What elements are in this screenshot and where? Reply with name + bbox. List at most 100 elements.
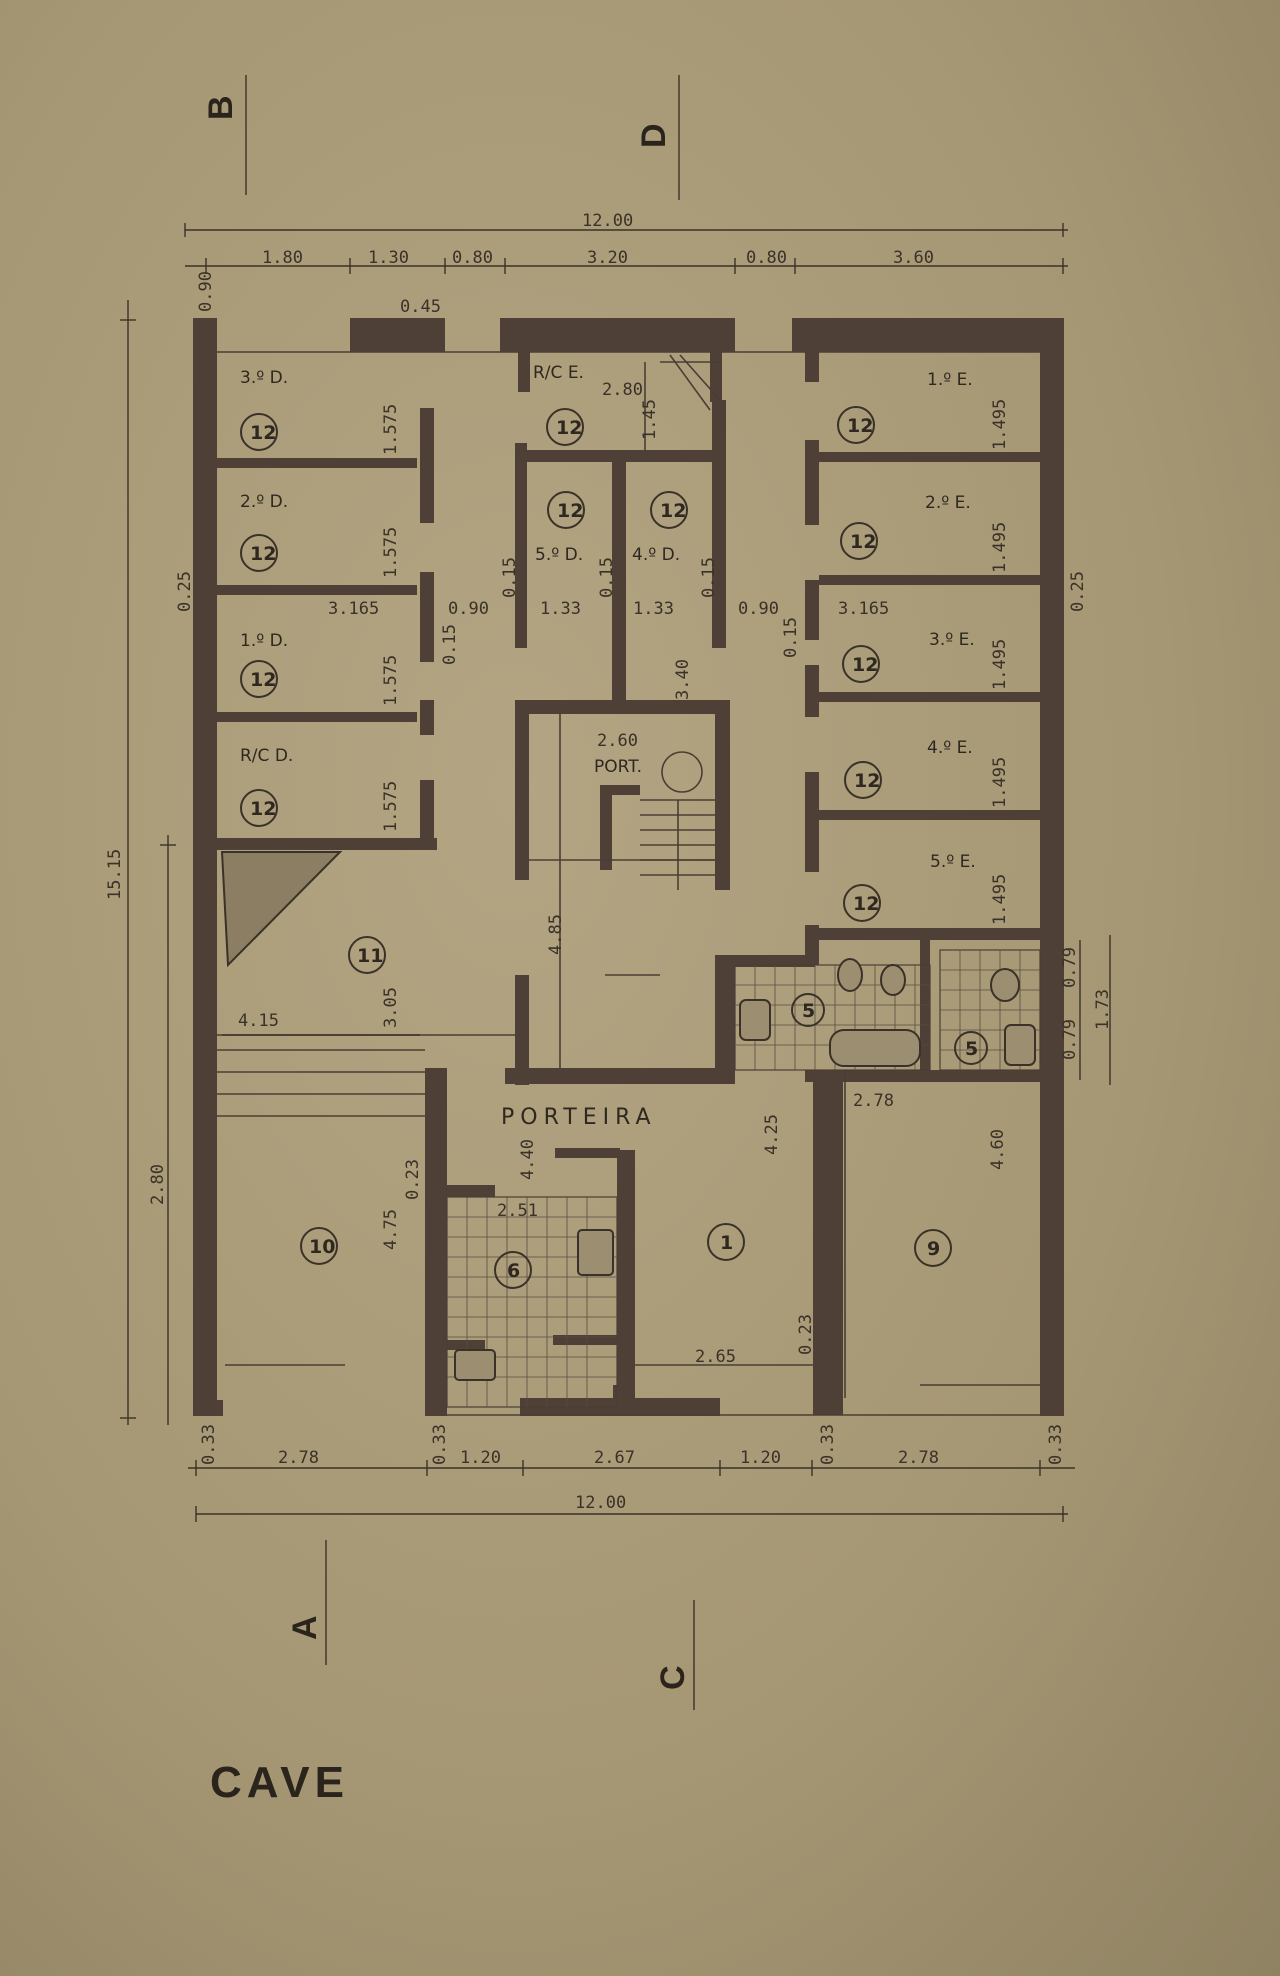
room-label-rce: R/C E. [533,363,584,383]
area-num-10: 10 [309,1236,335,1258]
room-num-rcd: 12 [250,798,276,820]
section-letter-a: A [286,1615,324,1640]
dim-bottom-1: 2.78 [278,1448,319,1468]
dim-1495-e: 1.495 [990,874,1010,925]
dim-278-inner: 2.78 [853,1091,894,1111]
walls [193,318,1064,1416]
dim-015-e: 0.15 [781,617,801,658]
room-label-2d: 2.º D. [240,492,288,512]
dim-1515: 15.15 [105,849,125,900]
room-label-3e: 3.º E. [929,630,975,650]
dim-top-6: 3.60 [893,248,934,268]
room-num-4e: 12 [854,770,880,792]
dim-475: 4.75 [381,1209,401,1250]
area-num-11: 11 [357,945,383,967]
room-num-1e: 12 [847,415,873,437]
dim-045: 0.45 [400,297,441,317]
dim-340: 3.40 [673,659,693,700]
room-num-5e: 12 [853,893,879,915]
room-label-1d: 1.º D. [240,631,288,651]
dim-090-right: 0.90 [738,599,779,619]
room-num-3d: 12 [250,422,276,444]
section-letter-b: B [202,95,240,120]
area-num-5a: 5 [802,1000,815,1022]
dim-top-3: 0.80 [452,248,493,268]
rooms-right: 1.º E. 12 2.º E. 12 3.º E. 12 4.º E. 12 … [837,370,976,922]
area-num-1: 1 [720,1232,733,1254]
dim-079-b: 0.79 [1060,1019,1080,1060]
room-label-2e: 2.º E. [925,493,971,513]
dim-133-right: 1.33 [633,599,674,619]
section-marker-b: B [202,75,247,195]
room-label-4e: 4.º E. [927,738,973,758]
dim-033-c: 0.33 [818,1424,838,1465]
dim-133-left: 1.33 [540,599,581,619]
dim-280-top: 2.80 [602,380,643,400]
dim-top-1: 1.80 [262,248,303,268]
dim-280-left: 2.80 [148,1164,168,1205]
dim-top-5: 0.80 [746,248,787,268]
dim-425: 4.25 [762,1114,782,1155]
room-label-5d: 5.º D. [535,545,583,565]
interior-dimensions: 2.80 1.45 1.575 1.575 1.575 1.575 1.495 … [222,380,1113,1367]
dim-bottom-total: 12.00 [575,1493,626,1513]
area-num-5b: 5 [965,1038,978,1060]
dim-023-left: 0.23 [403,1159,423,1200]
room-label-rcd: R/C D. [240,746,293,766]
area-num-6: 6 [507,1260,520,1282]
dim-415: 4.15 [238,1011,279,1031]
dim-251: 2.51 [497,1201,538,1221]
dim-015-a: 0.15 [500,557,520,598]
dim-3165-left: 3.165 [328,599,379,619]
plan-title: CAVE [210,1758,349,1807]
dim-top-090: 0.90 [196,271,216,312]
dim-1495-d: 1.495 [990,757,1010,808]
room-num-4d: 12 [660,500,686,522]
top-dimensions: 12.00 1.80 1.30 0.80 3.20 0.80 3.60 0.90… [184,211,1068,317]
room-num-2e: 12 [850,531,876,553]
dim-023-right: 0.23 [796,1314,816,1355]
porteira-label: PORTEIRA [501,1105,657,1130]
dim-bottom-3: 2.67 [594,1448,635,1468]
rooms-left: 3.º D. 12 2.º D. 12 1.º D. 12 R/C D. 12 [240,368,293,827]
dim-440: 4.40 [518,1139,538,1180]
room-label-1e: 1.º E. [927,370,973,390]
dim-265: 2.65 [695,1347,736,1367]
room-num-2d: 12 [250,543,276,565]
dim-1575-b: 1.575 [381,527,401,578]
section-marker-d: D [635,75,680,200]
numbered-areas: 11 10 6 1 9 5 5 PORTEIRA [300,936,988,1289]
dim-033-b: 0.33 [430,1424,450,1465]
room-num-5d: 12 [557,500,583,522]
dim-025-right: 0.25 [1068,571,1088,612]
dim-025-left: 0.25 [175,571,195,612]
section-marker-a: A [286,1540,327,1665]
thin-lines [217,351,1040,1416]
room-num-3e: 12 [852,654,878,676]
dim-top-2: 1.30 [368,248,409,268]
dim-015-c: 0.15 [699,557,719,598]
section-letter-d: D [635,123,673,148]
room-label-4d: 4.º D. [632,545,680,565]
dim-033-d: 0.33 [1046,1424,1066,1465]
dim-3165-right: 3.165 [838,599,889,619]
dim-485: 4.85 [546,914,566,955]
dim-top-4: 3.20 [587,248,628,268]
area-num-9: 9 [927,1238,940,1260]
room-label-port: PORT. [594,757,642,777]
dim-1495-c: 1.495 [990,639,1010,690]
dim-015-b: 0.15 [597,557,617,598]
dim-305: 3.05 [381,987,401,1028]
section-marker-c: C [654,1600,695,1710]
dim-079-a: 0.79 [1060,947,1080,988]
dim-1575-a: 1.575 [381,404,401,455]
dim-bottom-5: 2.78 [898,1448,939,1468]
bottom-dimensions: 0.33 2.78 0.33 1.20 2.67 1.20 0.33 2.78 … [188,1424,1075,1522]
dim-015-d: 0.15 [440,624,460,665]
dim-460: 4.60 [988,1129,1008,1170]
dim-bottom-2: 1.20 [460,1448,501,1468]
tile-grids [446,949,1041,1408]
dim-top-total: 12.00 [582,211,633,231]
